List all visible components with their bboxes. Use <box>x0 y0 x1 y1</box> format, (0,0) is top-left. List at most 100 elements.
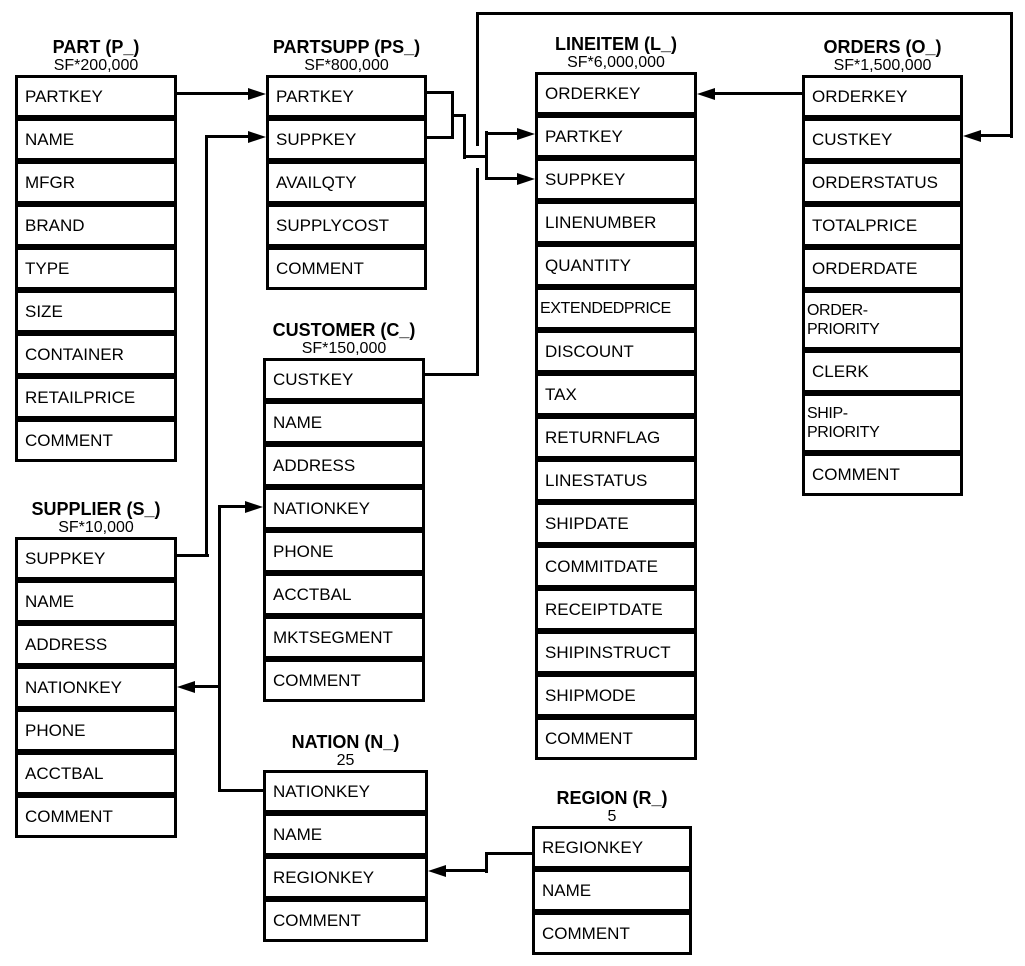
table-row-supplycost: SUPPLYCOST <box>266 204 427 247</box>
table-row-linenumber: LINENUMBER <box>535 201 697 244</box>
table-row-container: CONTAINER <box>15 333 177 376</box>
table-cardinality: SF*1,500,000 <box>833 57 932 74</box>
fk-line <box>476 12 479 146</box>
table-row-orderkey: ORDERKEY <box>535 72 697 115</box>
table-title: ORDERS (O_) <box>823 37 942 57</box>
fk-line <box>485 131 488 180</box>
table-row-regionkey: REGIONKEY <box>532 826 692 869</box>
table-title: CUSTOMER (C_) <box>272 320 416 340</box>
fk-line <box>218 505 221 792</box>
arrowhead-right-icon <box>248 88 266 100</box>
table-row-comment: COMMENT <box>802 453 963 496</box>
table-row-suppkey: SUPPKEY <box>266 118 427 161</box>
table-row-orderstatus: ORDERSTATUS <box>802 161 963 204</box>
arrowhead-right-icon <box>517 173 535 185</box>
fk-line <box>427 136 454 139</box>
table-row-acctbal: ACCTBAL <box>15 752 177 795</box>
arrowhead-left-icon <box>963 130 981 142</box>
table-lineitem-header: LINEITEM (L_) SF*6,000,000 <box>535 35 697 72</box>
table-row-name: NAME <box>15 118 177 161</box>
fk-line <box>177 92 250 95</box>
table-row-comment: COMMENT <box>535 717 697 760</box>
table-orders-header: ORDERS (O_) SF*1,500,000 <box>802 37 963 75</box>
table-row-partkey: PARTKEY <box>266 75 427 118</box>
arrowhead-right-icon <box>245 501 263 513</box>
table-row-nationkey: NATIONKEY <box>263 487 425 530</box>
table-row-totalprice: TOTALPRICE <box>802 204 963 247</box>
table-row-tax: TAX <box>535 373 697 416</box>
table-title: REGION (R_) <box>556 788 668 808</box>
table-row-suppkey: SUPPKEY <box>15 537 177 580</box>
table-part-header: PART (P_) SF*200,000 <box>15 37 177 75</box>
table-row-comment: COMMENT <box>263 899 428 942</box>
table-row-shipinstruct: SHIPINSTRUCT <box>535 631 697 674</box>
table-row-custkey: CUSTKEY <box>802 118 963 161</box>
fk-line <box>476 12 1013 15</box>
fk-line <box>981 134 1013 137</box>
fk-line <box>425 373 478 376</box>
table-row-acctbal: ACCTBAL <box>263 573 425 616</box>
table-row-order-priority: ORDER- PRIORITY <box>802 290 963 350</box>
table-row-linestatus: LINESTATUS <box>535 459 697 502</box>
table-row-phone: PHONE <box>15 709 177 752</box>
table-row-comment: COMMENT <box>532 912 692 955</box>
table-row-brand: BRAND <box>15 204 177 247</box>
table-row-name: NAME <box>263 813 428 856</box>
table-row-extendedprice: EXTENDEDPRICE <box>535 287 697 330</box>
fk-line <box>218 789 263 792</box>
table-row-partkey: PARTKEY <box>15 75 177 118</box>
table-row-quantity: QUANTITY <box>535 244 697 287</box>
table-row-availqty: AVAILQTY <box>266 161 427 204</box>
table-row-receiptdate: RECEIPTDATE <box>535 588 697 631</box>
table-row-shipdate: SHIPDATE <box>535 502 697 545</box>
fk-line <box>1010 12 1013 138</box>
fk-line <box>205 135 250 138</box>
fk-line <box>427 91 454 94</box>
table-cardinality: SF*6,000,000 <box>567 54 665 71</box>
arrowhead-right-icon <box>517 128 535 140</box>
table-row-orderdate: ORDERDATE <box>802 247 963 290</box>
table-region-header: REGION (R_) 5 <box>532 788 692 826</box>
table-row-comment: COMMENT <box>263 659 425 702</box>
table-row-regionkey: REGIONKEY <box>263 856 428 899</box>
table-row-size: SIZE <box>15 290 177 333</box>
table-customer-header: CUSTOMER (C_) SF*150,000 <box>263 320 425 358</box>
table-cardinality: SF*800,000 <box>304 57 389 74</box>
table-row-nationkey: NATIONKEY <box>263 770 428 813</box>
table-row-address: ADDRESS <box>15 623 177 666</box>
table-row-clerk: CLERK <box>802 350 963 393</box>
fk-line <box>485 852 532 855</box>
fk-line <box>451 114 466 117</box>
fk-line <box>463 155 488 158</box>
table-row-ship-priority: SHIP- PRIORITY <box>802 393 963 453</box>
table-row-custkey: CUSTKEY <box>263 358 425 401</box>
table-row-commitdate: COMMITDATE <box>535 545 697 588</box>
table-row-partkey: PARTKEY <box>535 115 697 158</box>
table-row-address: ADDRESS <box>263 444 425 487</box>
fk-line <box>715 92 802 95</box>
fk-line <box>485 132 517 135</box>
table-row-comment: COMMENT <box>15 419 177 462</box>
table-title: PART (P_) <box>52 37 140 57</box>
table-nation-header: NATION (N_) 25 <box>263 733 428 770</box>
table-row-comment: COMMENT <box>266 247 427 290</box>
fk-line <box>485 177 517 180</box>
table-row-orderkey: ORDERKEY <box>802 75 963 118</box>
table-cardinality: SF*200,000 <box>53 57 139 74</box>
table-row-nationkey: NATIONKEY <box>15 666 177 709</box>
table-title: PARTSUPP (PS_) <box>272 37 421 57</box>
table-partsupp-header: PARTSUPP (PS_) SF*800,000 <box>266 37 427 75</box>
